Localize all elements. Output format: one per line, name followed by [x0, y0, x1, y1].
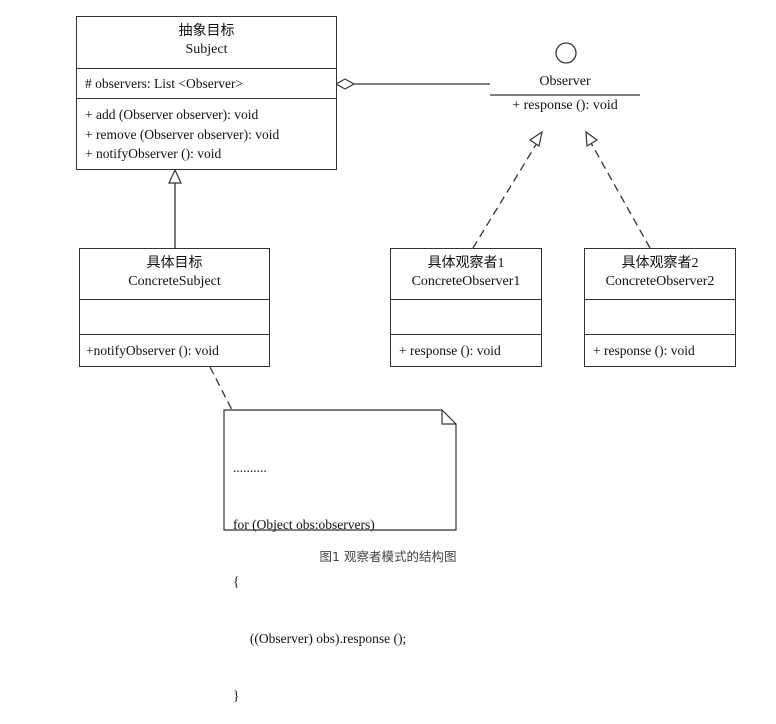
concrete-observer1-method: + response (): void [399, 343, 501, 358]
inheritance-arrowhead [168, 168, 182, 184]
concrete-observer1-methods: + response (): void [391, 334, 541, 361]
figure-caption: 图1 观察者模式的结构图 [319, 549, 457, 564]
concrete-subject-class: 具体目标 ConcreteSubject +notifyObserver ():… [79, 248, 270, 367]
aggregation-diamond [334, 78, 356, 90]
subject-methods: + add (Observer observer): void + remove… [77, 98, 336, 164]
concrete-subject-title-cn: 具体目标 [146, 256, 203, 271]
concrete-subject-title-en: ConcreteSubject [128, 274, 221, 289]
interface-circle-icon [555, 42, 577, 64]
concrete-observer2-title-cn: 具体观察者2 [621, 256, 699, 271]
note-fold [441, 410, 456, 425]
diagram-canvas [168, 42, 651, 531]
concrete-observer1-class: 具体观察者1 ConcreteObserver1 + response (): … [390, 248, 542, 367]
concrete-subject-attributes [80, 299, 269, 334]
concrete-observer1-title-cn: 具体观察者1 [427, 256, 505, 271]
concrete-subject-method: +notifyObserver (): void [86, 343, 219, 358]
concrete-observer2-attributes [585, 299, 735, 334]
subject-method-notify: + notifyObserver (): void [85, 146, 222, 161]
concrete-observer2-title-en: ConcreteObserver2 [605, 274, 715, 289]
subject-attribute: # observers: List <Observer> [85, 76, 244, 91]
concrete-observer1-title: 具体观察者1 ConcreteObserver1 [391, 249, 541, 299]
subject-class: 抽象目标 Subject # observers: List <Observer… [76, 16, 337, 170]
realization-line-2 [590, 142, 651, 249]
observer-interface-name: Observer [539, 74, 591, 89]
note-line-for: for (Object obs:observers) [233, 517, 375, 532]
concrete-observer1-attributes [391, 299, 541, 334]
note-shape [223, 409, 457, 531]
realization-line-1 [472, 142, 538, 249]
realization-arrowhead-1 [528, 130, 543, 147]
realization-arrowhead-2 [585, 130, 599, 148]
concrete-observer2-class: 具体观察者2 ConcreteObserver2 + response (): … [584, 248, 736, 367]
subject-title: 抽象目标 Subject [77, 17, 336, 68]
concrete-observer2-methods: + response (): void [585, 334, 735, 361]
note-line-close-brace: } [233, 688, 240, 703]
observer-interface-method: + response (): void [512, 98, 618, 113]
subject-title-en: Subject [185, 42, 228, 57]
note-text: .......... for (Object obs:observers) { … [233, 420, 406, 724]
note-line-call: ((Observer) obs).response (); [233, 631, 407, 646]
subject-title-cn: 抽象目标 [178, 24, 235, 39]
subject-method-add: + add (Observer observer): void [85, 107, 259, 122]
concrete-observer1-title-en: ConcreteObserver1 [411, 274, 521, 289]
note-anchor-line [209, 366, 233, 411]
subject-method-remove: + remove (Observer observer): void [85, 126, 280, 142]
note-line-dots: .......... [233, 460, 267, 475]
concrete-subject-title: 具体目标 ConcreteSubject [80, 249, 269, 299]
concrete-observer2-title: 具体观察者2 ConcreteObserver2 [585, 249, 735, 299]
concrete-observer2-method: + response (): void [593, 343, 695, 358]
subject-attributes: # observers: List <Observer> [77, 68, 336, 98]
concrete-subject-methods: +notifyObserver (): void [80, 334, 269, 361]
note-line-open-brace: { [233, 574, 240, 589]
